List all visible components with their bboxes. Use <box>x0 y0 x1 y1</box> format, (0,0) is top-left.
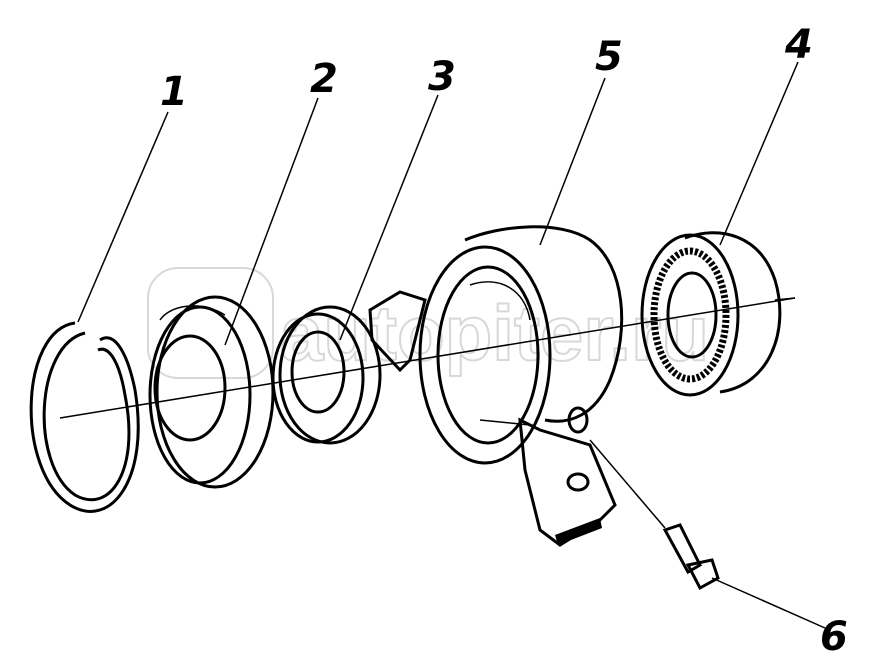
part-2-thrust-washer <box>148 295 275 489</box>
part-4-bearing <box>640 231 796 397</box>
part-6-grease-nipple <box>589 439 720 591</box>
callout-label-3: 3 <box>428 54 456 100</box>
callout-label-5: 5 <box>595 34 623 80</box>
watermark: autopiter.ru <box>147 267 710 379</box>
callout-label-2: 2 <box>310 56 338 102</box>
leader-lines <box>77 61 826 629</box>
callout-label-6: 6 <box>820 614 848 657</box>
part-1-snap-ring <box>29 321 140 513</box>
callout-label-4: 4 <box>784 22 813 68</box>
part-5-housing <box>368 225 624 547</box>
part-3-seal <box>271 305 382 445</box>
callout-label-1: 1 <box>160 69 188 115</box>
center-axis-line <box>59 297 796 419</box>
